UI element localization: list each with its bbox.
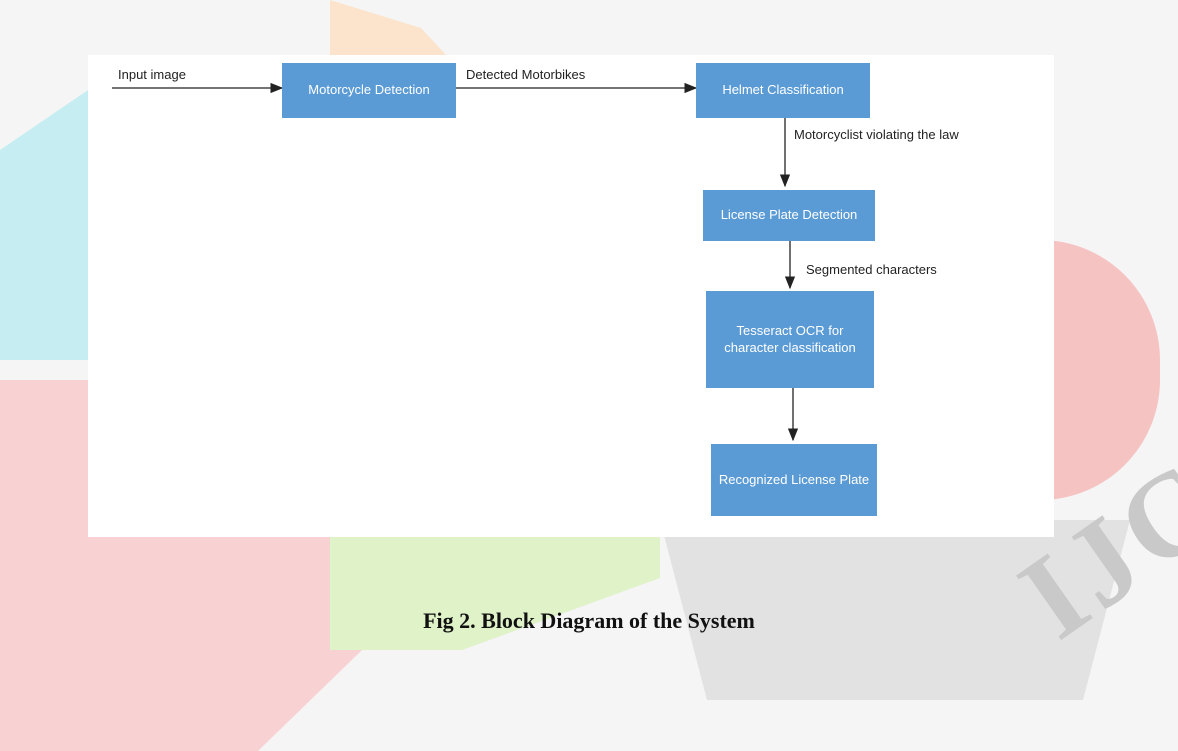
figure-caption: Fig 2. Block Diagram of the System — [423, 608, 755, 633]
segmented-characters-label: Segmented characters — [806, 262, 937, 277]
license-plate-detection-block: License Plate Detection — [703, 190, 875, 241]
motorcycle-detection-block: Motorcycle Detection — [282, 63, 456, 118]
tesseract-ocr-block: Tesseract OCR for character classificati… — [706, 291, 874, 388]
detected-motorbikes-label: Detected Motorbikes — [466, 67, 586, 82]
watermark-gray-shape — [660, 520, 1130, 700]
helmet-classification-block: Helmet Classification — [696, 63, 870, 118]
recognized-license-plate-block: Recognized License Plate — [711, 444, 877, 516]
input-image-label: Input image — [118, 67, 186, 82]
violating-law-label: Motorcyclist violating the law — [794, 127, 959, 142]
diagram-panel — [88, 55, 1054, 537]
